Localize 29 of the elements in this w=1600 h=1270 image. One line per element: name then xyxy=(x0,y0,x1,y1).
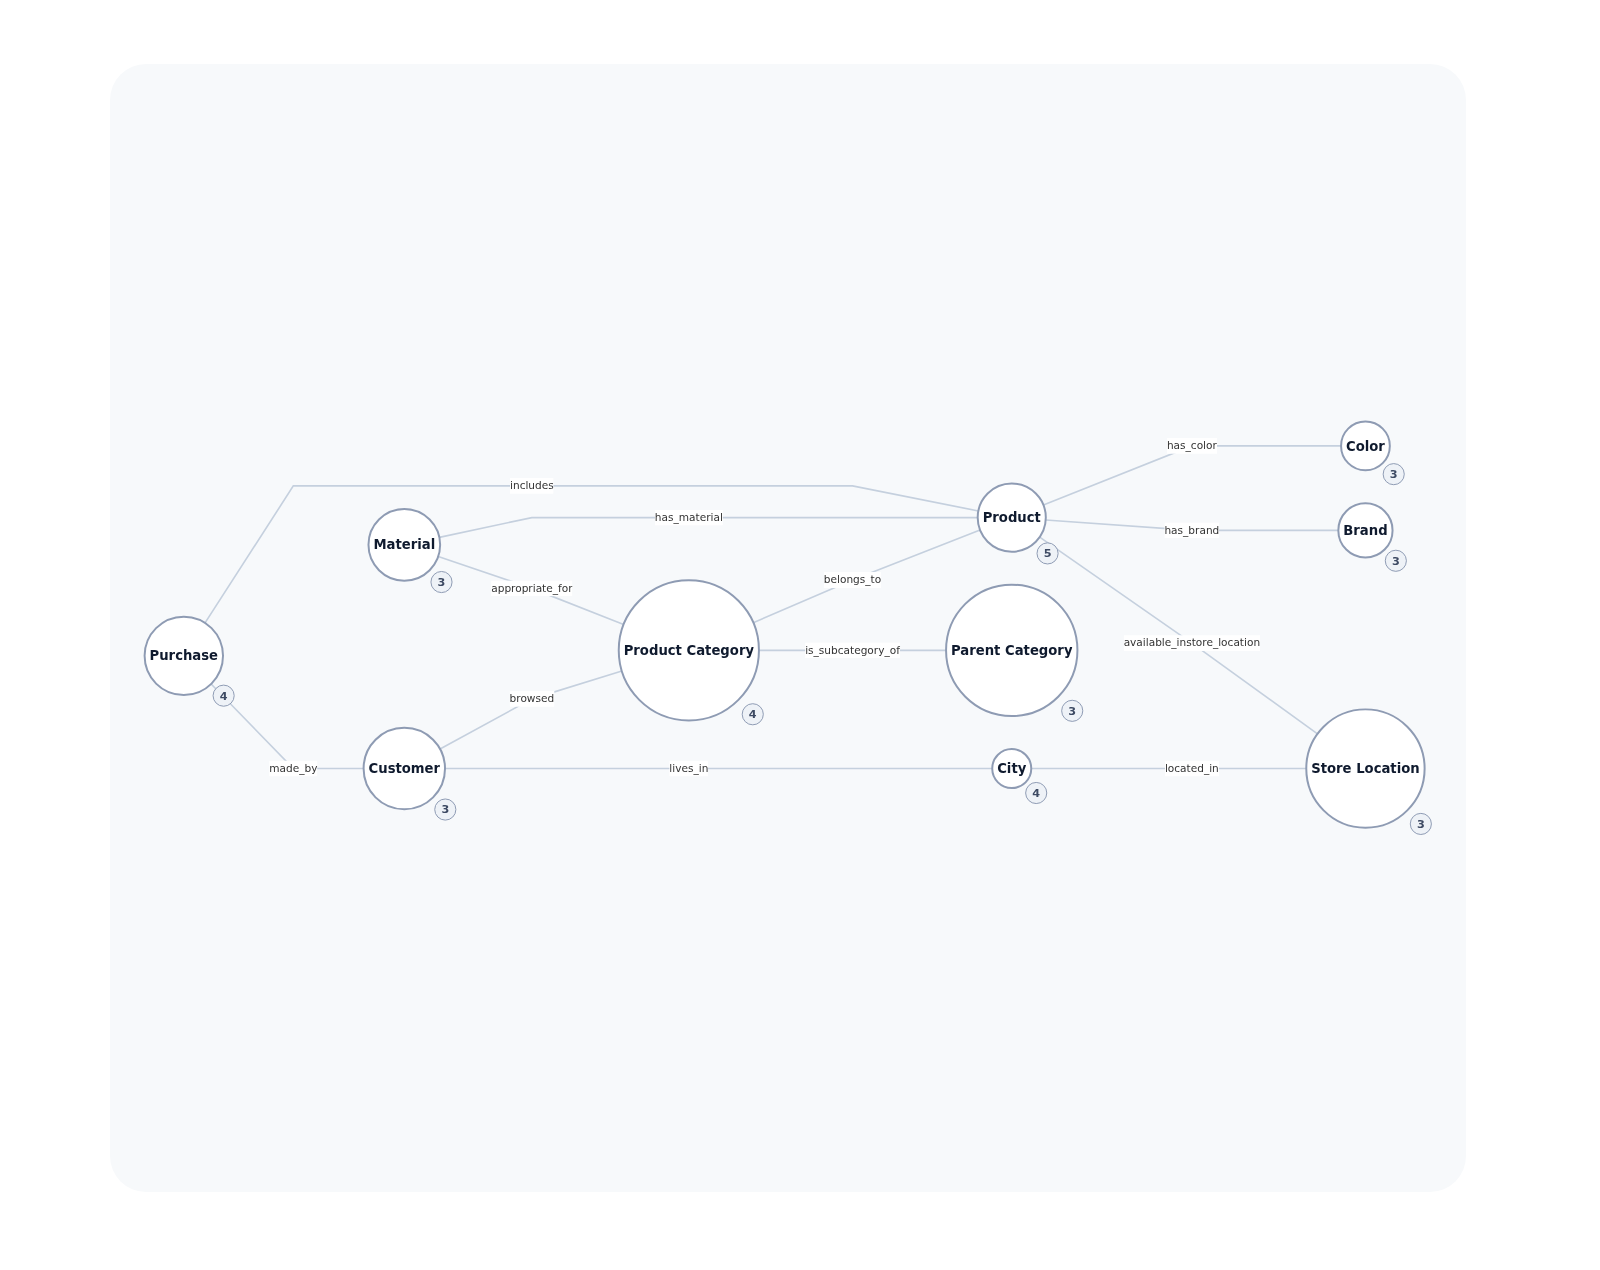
edge-label: appropriate_for xyxy=(491,581,573,595)
count-badge: 5 xyxy=(1036,542,1059,565)
connector xyxy=(437,555,625,626)
edge-label: located_in xyxy=(1164,761,1219,775)
node-circle: City xyxy=(991,748,1033,790)
edge-label: includes xyxy=(510,479,554,492)
node-circle: Brand xyxy=(1337,502,1394,559)
count-badge: 3 xyxy=(1382,463,1405,486)
edge-label: has_material xyxy=(654,511,723,524)
connector xyxy=(752,529,981,624)
count-badge: 3 xyxy=(1384,549,1407,572)
count-badge: 4 xyxy=(1025,781,1048,805)
node-circle: Color xyxy=(1340,420,1391,472)
count-badge: 4 xyxy=(741,703,764,726)
count-badge: 3 xyxy=(430,571,453,594)
edge-label: belongs_to xyxy=(823,573,882,586)
connector xyxy=(1038,536,1319,735)
count-badge: 3 xyxy=(1409,812,1432,835)
edge-label: lives_in xyxy=(669,761,709,775)
count-badge: 3 xyxy=(1061,699,1084,722)
count-badge: 3 xyxy=(434,798,457,821)
edge-label: has_color xyxy=(1166,439,1217,452)
edge-label: has_brand xyxy=(1164,523,1220,537)
edge-label: browsed xyxy=(509,692,555,705)
edge-label: available_instore_location xyxy=(1123,636,1261,650)
edge-label: made_by xyxy=(269,761,318,775)
edge-label: is_subcategory_of xyxy=(805,643,900,657)
count-badge: 4 xyxy=(212,684,235,707)
connector xyxy=(439,670,623,750)
